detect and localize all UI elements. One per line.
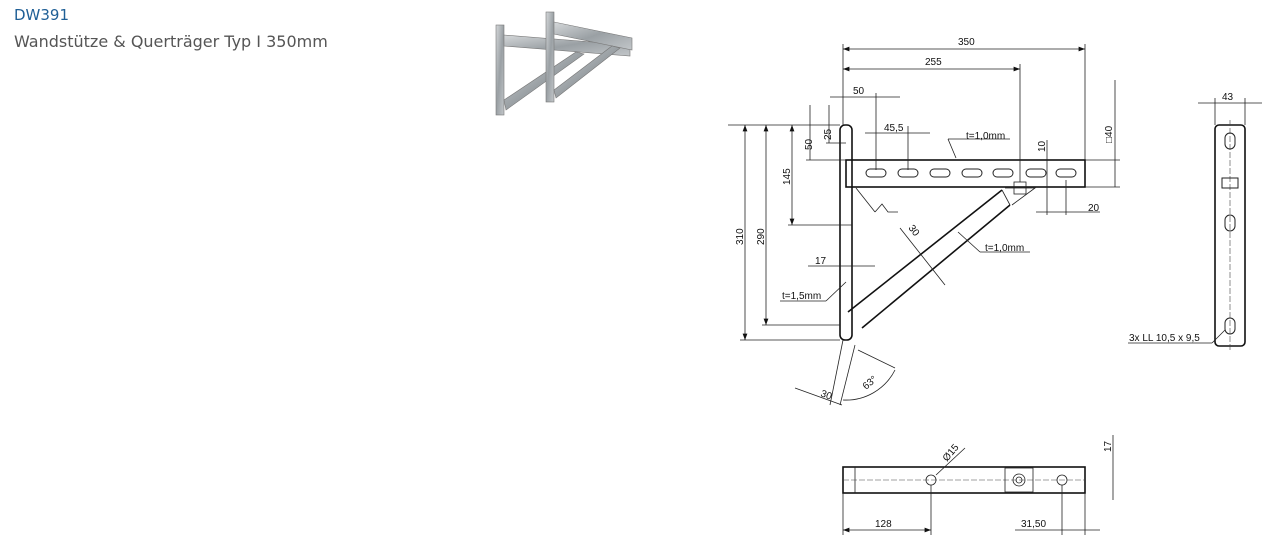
bottom-view: [842, 435, 1114, 535]
note-thickness-wall: t=1,5mm: [782, 291, 821, 302]
dim-255: 255: [925, 57, 942, 68]
dim-20: 20: [1088, 203, 1100, 214]
dim-45-5: 45,5: [884, 123, 904, 134]
dim-43: 43: [1222, 92, 1234, 103]
dim-128: 128: [875, 519, 892, 530]
dim-40-square: □40: [1104, 125, 1115, 143]
dim-30-foot: 30: [819, 388, 834, 402]
dim-31-50: 31,50: [1021, 519, 1046, 530]
dim-25: 25: [823, 128, 834, 140]
dim-50-vertical: 50: [804, 138, 815, 150]
product-code: DW391: [14, 6, 70, 24]
note-holes: 3x LL 10,5 x 9,5: [1129, 333, 1200, 344]
dim-50-horizontal: 50: [853, 86, 865, 97]
dim-17-bottom: 17: [1103, 440, 1114, 452]
front-view: [728, 44, 1120, 406]
note-thickness-beam: t=1,0mm: [966, 131, 1005, 142]
dim-145: 145: [782, 168, 793, 185]
dim-10: 10: [1037, 140, 1048, 152]
dim-290: 290: [756, 228, 767, 245]
dim-63-deg: 63°: [861, 374, 880, 392]
dim-17: 17: [815, 256, 827, 267]
dim-30-brace: 30: [906, 223, 922, 239]
side-view: [1128, 98, 1262, 350]
dim-350: 350: [958, 37, 975, 48]
product-title: Wandstütze & Querträger Typ I 350mm: [14, 32, 328, 51]
dim-diameter-15: Ø15: [941, 442, 962, 464]
dimension-labels: 350 255 50 45,5 25 50 145 290 310 10 □40…: [735, 37, 1234, 530]
dim-310: 310: [735, 228, 746, 245]
product-photo: [495, 11, 633, 116]
note-thickness-brace: t=1,0mm: [985, 243, 1024, 254]
